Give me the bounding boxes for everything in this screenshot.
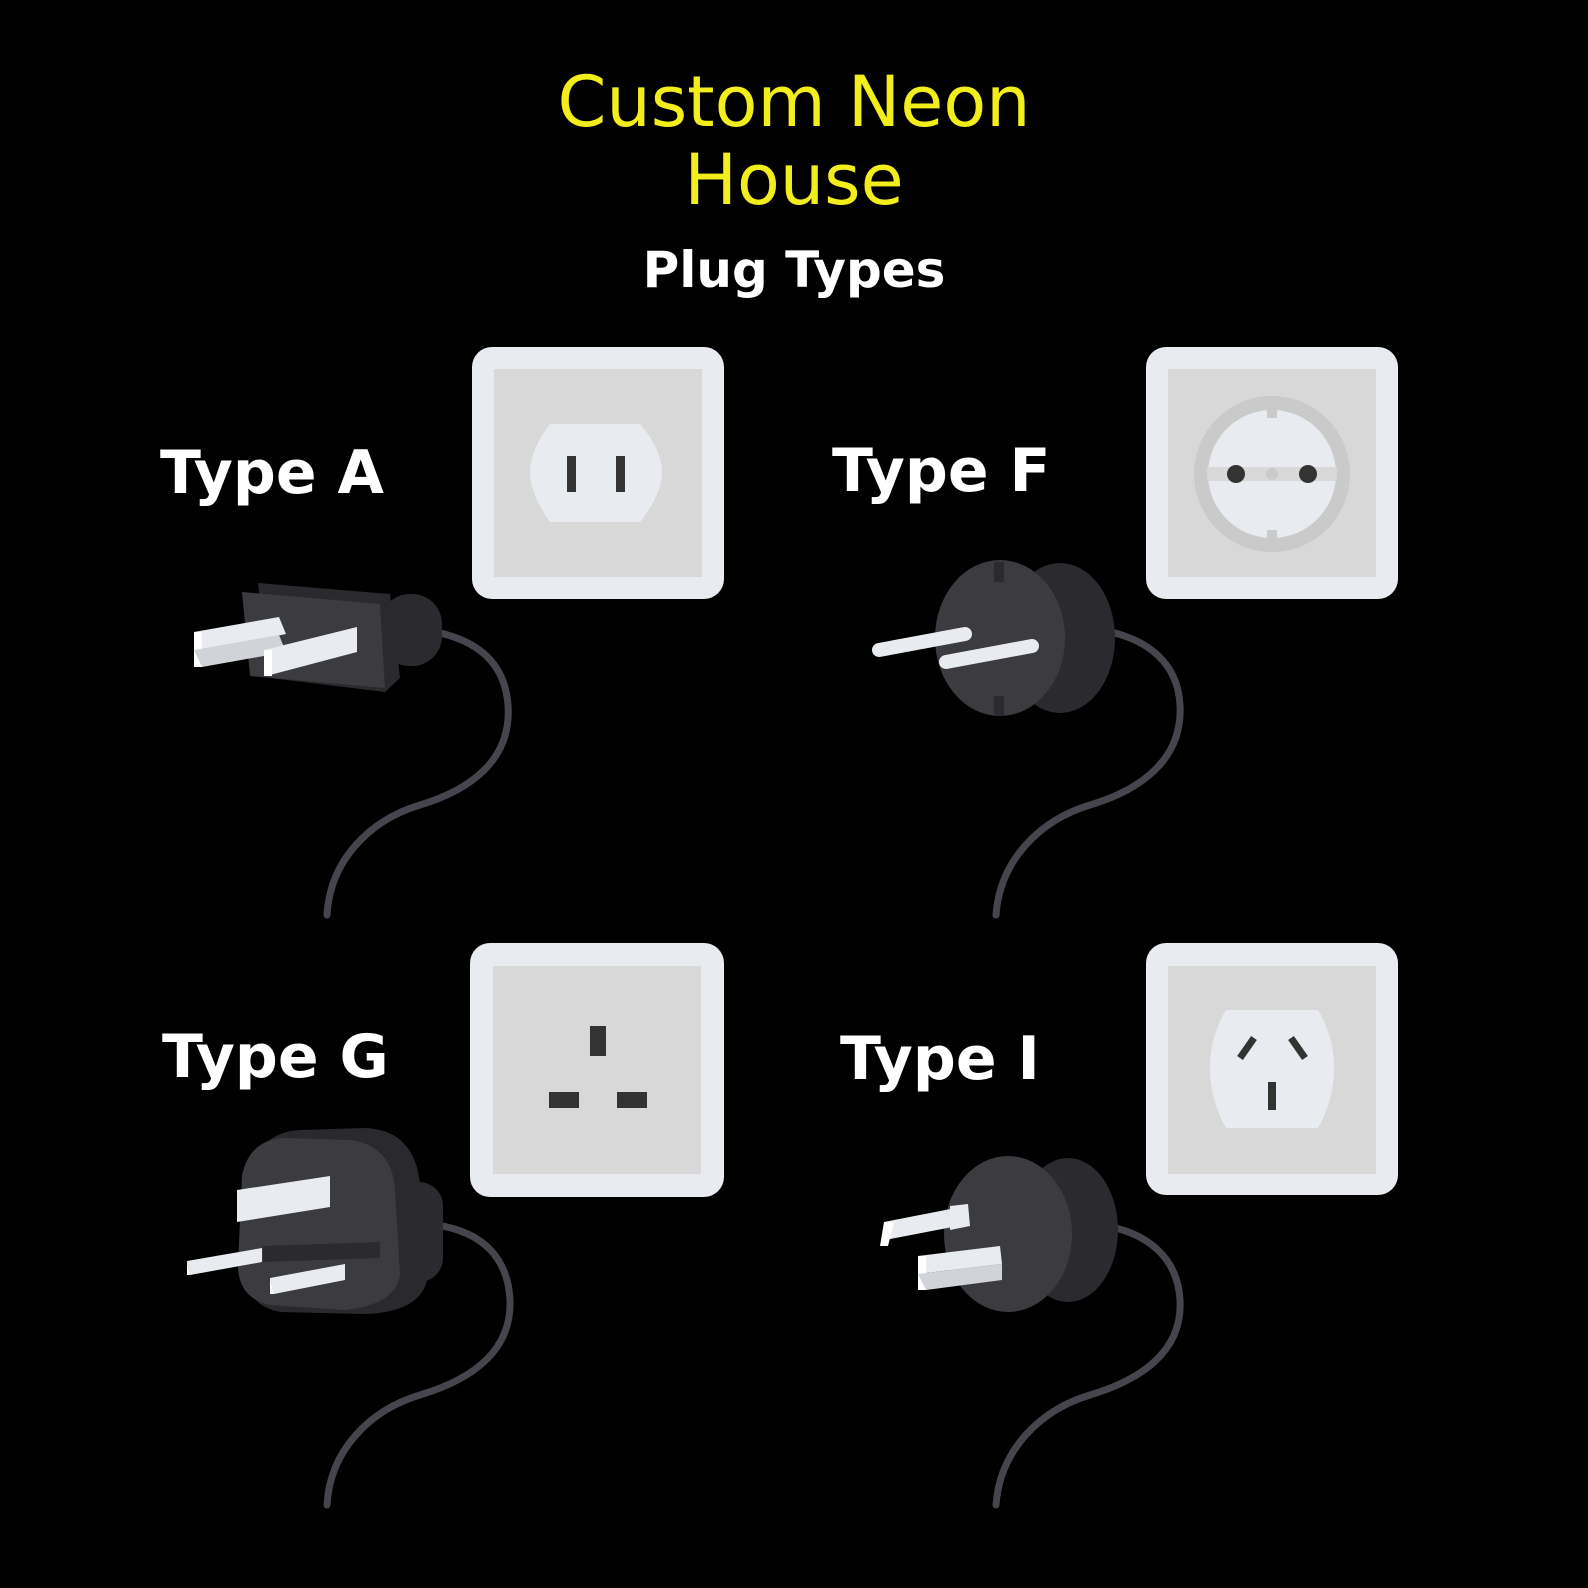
type-f-socket-icon	[1146, 347, 1398, 599]
type-i-plug-icon	[880, 1156, 1184, 1509]
label-type-i: Type I	[840, 1024, 1040, 1094]
type-a-socket-icon	[472, 347, 724, 599]
subtitle: Plug Types	[642, 241, 946, 299]
type-i-socket-icon	[1146, 943, 1398, 1195]
title-line-2: House	[684, 139, 904, 221]
label-type-a: Type A	[160, 438, 384, 508]
label-type-f: Type F	[832, 436, 1051, 506]
type-g-plug-icon	[187, 1128, 514, 1509]
type-a-plug-icon	[194, 583, 512, 919]
type-f-plug-icon	[872, 560, 1184, 919]
type-g-socket-icon	[470, 943, 724, 1197]
title-line-1: Custom Neon	[557, 61, 1031, 143]
label-type-g: Type G	[162, 1022, 389, 1092]
